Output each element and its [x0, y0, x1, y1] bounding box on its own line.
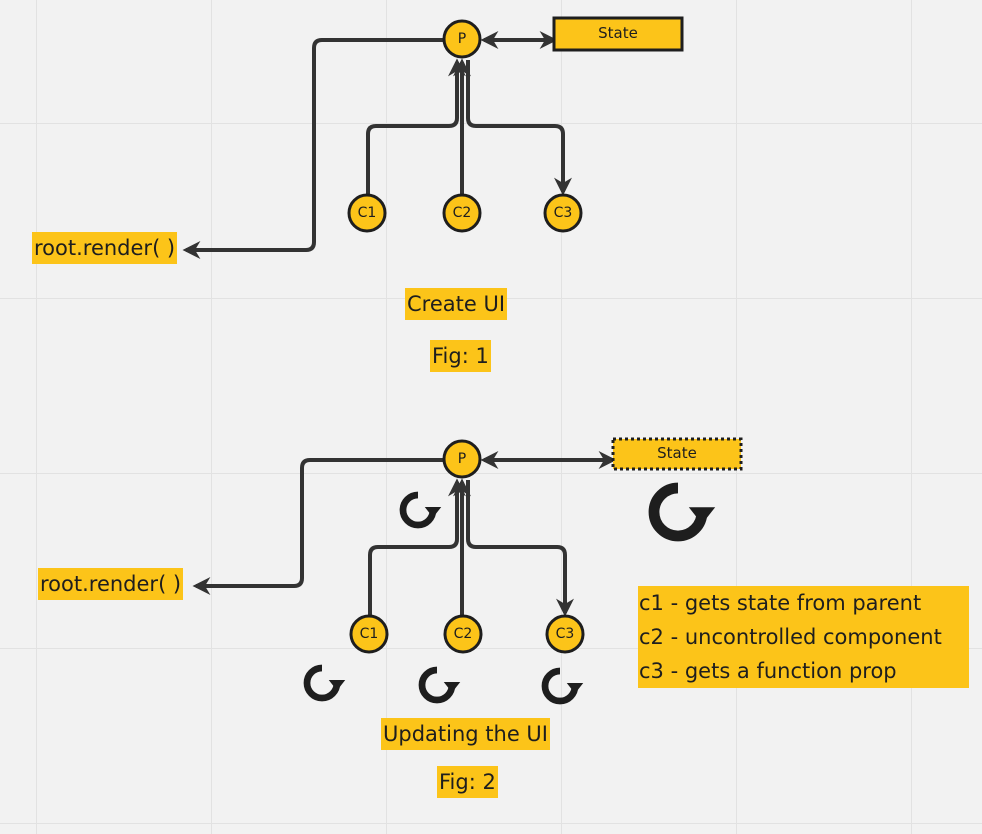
- caption-create-ui: Create UI: [405, 288, 508, 320]
- edge-p-to-render-1: [182, 38, 446, 259]
- child-node-c1-1[interactable]: C1: [347, 193, 387, 233]
- child-node-label-c3-2: C3: [556, 626, 575, 642]
- child-node-c1-2[interactable]: C1: [349, 614, 389, 654]
- edge-c1-to-p-1: [366, 58, 466, 195]
- state-box-1: [552, 16, 684, 52]
- note-c1: c1 - gets state from parent: [639, 591, 922, 615]
- edge-p-to-render-2: [192, 458, 446, 595]
- rerender-icon: [422, 670, 460, 700]
- edge-p-to-c3-2: [466, 480, 574, 617]
- child-node-label-c1-2: C1: [360, 626, 379, 642]
- child-node-label-c2-2: C2: [454, 626, 473, 642]
- note-c2: c2 - uncontrolled component: [639, 625, 942, 649]
- parent-node-label-1: P: [458, 31, 466, 47]
- edge-p-to-c3-1: [466, 60, 572, 196]
- notes-legend: c1 - gets state from parent c2 - uncontr…: [638, 586, 969, 688]
- figure-2: State P C1 C2 C3: [192, 437, 743, 701]
- parent-node-label-2: P: [458, 451, 466, 467]
- parent-node-1[interactable]: P: [442, 19, 482, 59]
- state-label-1: State: [598, 24, 638, 42]
- state-box-2: [611, 437, 743, 471]
- child-node-c2-1[interactable]: C2: [442, 193, 482, 233]
- rerender-icon: [654, 488, 715, 536]
- child-node-c2-2[interactable]: C2: [443, 614, 483, 654]
- note-c3: c3 - gets a function prop: [639, 659, 897, 683]
- fig-label-2: Fig: 2: [437, 766, 498, 798]
- parent-node-2[interactable]: P: [442, 439, 482, 479]
- render-call-label-2: root.render( ): [38, 568, 184, 600]
- render-call-label-1: root.render( ): [32, 232, 178, 264]
- rerender-icon: [307, 668, 345, 698]
- child-node-label-c3-1: C3: [554, 205, 573, 221]
- child-node-label-c1-1: C1: [358, 205, 377, 221]
- edge-c1-to-p-2: [368, 478, 466, 615]
- child-node-c3-1[interactable]: C3: [543, 193, 583, 233]
- child-node-label-c2-1: C2: [453, 205, 472, 221]
- state-label-2: State: [657, 444, 697, 462]
- caption-updating-ui: Updating the UI: [381, 718, 550, 750]
- fig-label-1: Fig: 1: [430, 340, 491, 372]
- figure-1: State P C1 C2 C3: [182, 16, 684, 259]
- rerender-icon: [545, 671, 583, 701]
- child-node-c3-2[interactable]: C3: [545, 614, 585, 654]
- rerender-icon: [403, 495, 441, 525]
